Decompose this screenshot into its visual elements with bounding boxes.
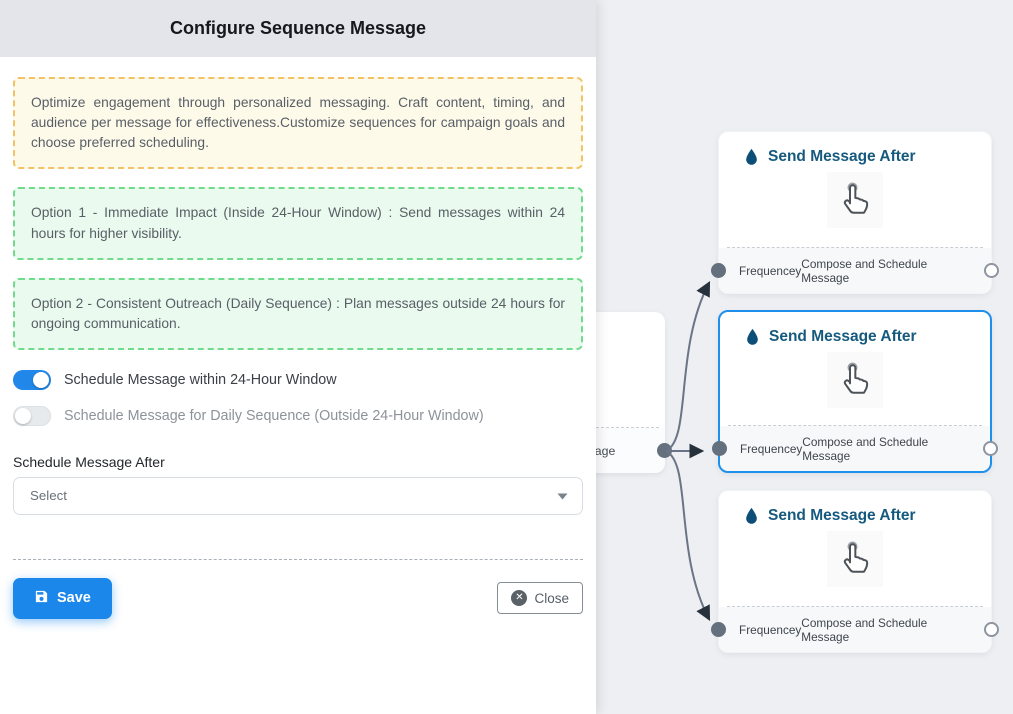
source-handle[interactable] bbox=[657, 443, 672, 458]
schedule-after-select[interactable]: Select bbox=[13, 476, 583, 515]
node-header: Send Message After bbox=[720, 312, 990, 346]
close-button-label: Close bbox=[534, 590, 569, 606]
node-footer: Frequencey Compose and Schedule Message bbox=[719, 607, 991, 652]
node-footer: Frequencey Compose and Schedule Message bbox=[720, 426, 990, 471]
node-divider bbox=[728, 425, 982, 426]
node-header: Send Message After bbox=[719, 132, 991, 166]
toggle-knob bbox=[15, 407, 31, 424]
node-footer: Frequencey Compose and Schedule Message bbox=[719, 248, 991, 293]
panel-header: Configure Sequence Message bbox=[0, 0, 596, 57]
node-body bbox=[719, 531, 991, 587]
node-body bbox=[720, 352, 990, 408]
source-handle[interactable] bbox=[983, 441, 998, 456]
target-handle[interactable] bbox=[711, 622, 726, 637]
compose-schedule-label[interactable]: Compose and Schedule Message bbox=[801, 615, 928, 644]
node-title: Send Message After bbox=[768, 148, 916, 165]
caret-down-icon bbox=[557, 487, 568, 505]
target-handle[interactable] bbox=[712, 441, 727, 456]
node-divider bbox=[546, 427, 659, 428]
node-title: Send Message After bbox=[768, 507, 916, 524]
schedule-after-label: Schedule Message After bbox=[13, 453, 165, 470]
edge-to-node-1 bbox=[665, 281, 711, 452]
node-divider bbox=[727, 247, 983, 248]
droplet-icon bbox=[744, 148, 759, 166]
frequency-label[interactable]: Frequencey bbox=[739, 622, 802, 637]
compose-schedule-label[interactable]: Compose and Schedule Message bbox=[802, 434, 929, 463]
toggle-row-within-24h: Schedule Message within 24-Hour Window bbox=[13, 369, 583, 390]
intro-note: Optimize engagement through personalized… bbox=[13, 77, 583, 170]
panel-body: Optimize engagement through personalized… bbox=[0, 57, 596, 619]
option2-note: Option 2 - Consistent Outreach (Daily Se… bbox=[13, 277, 583, 350]
source-handle[interactable] bbox=[984, 622, 999, 637]
droplet-icon bbox=[745, 328, 760, 346]
button-row: Save ✕ Close bbox=[13, 577, 583, 619]
toggle-row-daily-sequence: Schedule Message for Daily Sequence (Out… bbox=[13, 405, 583, 426]
frequency-label[interactable]: Frequencey bbox=[740, 441, 803, 456]
send-message-after-node-2[interactable]: Send Message After Frequencey Compose an… bbox=[712, 310, 998, 473]
source-handle[interactable] bbox=[984, 263, 999, 278]
node-header: Send Message After bbox=[719, 491, 991, 525]
node-body bbox=[719, 172, 991, 228]
frequency-label[interactable]: Frequencey bbox=[739, 263, 802, 278]
daily-sequence-toggle-label: Schedule Message for Daily Sequence (Out… bbox=[64, 407, 484, 424]
within-24h-toggle[interactable] bbox=[13, 369, 51, 390]
page-title: Configure Sequence Message bbox=[169, 18, 427, 38]
option1-note: Option 1 - Immediate Impact (Inside 24-H… bbox=[13, 187, 583, 260]
toggle-group: Schedule Message within 24-Hour Window S… bbox=[13, 369, 583, 426]
target-handle[interactable] bbox=[711, 263, 726, 278]
footer-divider bbox=[13, 558, 583, 560]
within-24h-toggle-label: Schedule Message within 24-Hour Window bbox=[64, 371, 337, 388]
node-title: Send Message After bbox=[769, 328, 917, 345]
configure-sequence-panel: Configure Sequence Message Optimize enga… bbox=[0, 0, 596, 619]
save-button-label: Save bbox=[57, 590, 91, 607]
select-value: Select bbox=[30, 488, 67, 504]
tap-hand-icon[interactable] bbox=[827, 352, 883, 408]
tap-hand-icon[interactable] bbox=[827, 531, 883, 587]
tap-hand-icon[interactable] bbox=[827, 172, 883, 228]
send-message-after-node-1[interactable]: Send Message After Frequencey Compose an… bbox=[711, 131, 999, 294]
floppy-icon bbox=[34, 589, 49, 608]
close-button[interactable]: ✕ Close bbox=[497, 582, 583, 615]
compose-schedule-label[interactable]: Compose and Schedule Message bbox=[801, 256, 928, 285]
save-button[interactable]: Save bbox=[13, 577, 112, 619]
node-divider bbox=[727, 606, 983, 607]
toggle-knob bbox=[33, 371, 49, 388]
edge-to-node-3 bbox=[665, 450, 711, 621]
send-message-after-node-3[interactable]: Send Message After Frequencey Compose an… bbox=[711, 490, 999, 653]
close-circle-icon: ✕ bbox=[511, 590, 528, 607]
droplet-icon bbox=[744, 507, 759, 525]
daily-sequence-toggle[interactable] bbox=[13, 405, 51, 426]
